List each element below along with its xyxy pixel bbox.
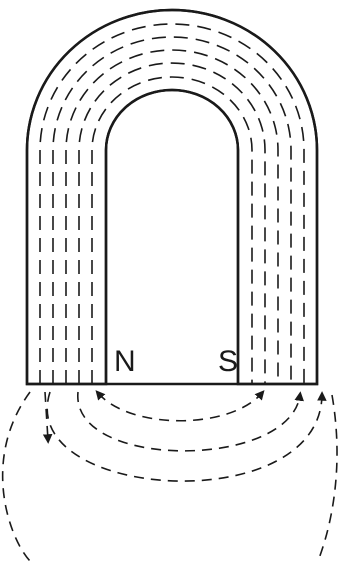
field-line-middle [78, 392, 300, 451]
magnet-body-outline [27, 10, 317, 384]
field-line-far-left [3, 392, 30, 561]
internal-flux-line-5 [92, 77, 252, 384]
field-line-inner [98, 393, 262, 421]
magnet-outer-edge [27, 10, 317, 384]
external-field-lines [3, 392, 337, 561]
field-line-outer [47, 392, 322, 481]
north-pole-label: N [114, 345, 136, 378]
field-line-far-right [318, 395, 337, 561]
south-pole-label: S [218, 345, 238, 378]
internal-flux-lines [40, 24, 304, 384]
internal-flux-line-3 [66, 50, 278, 384]
